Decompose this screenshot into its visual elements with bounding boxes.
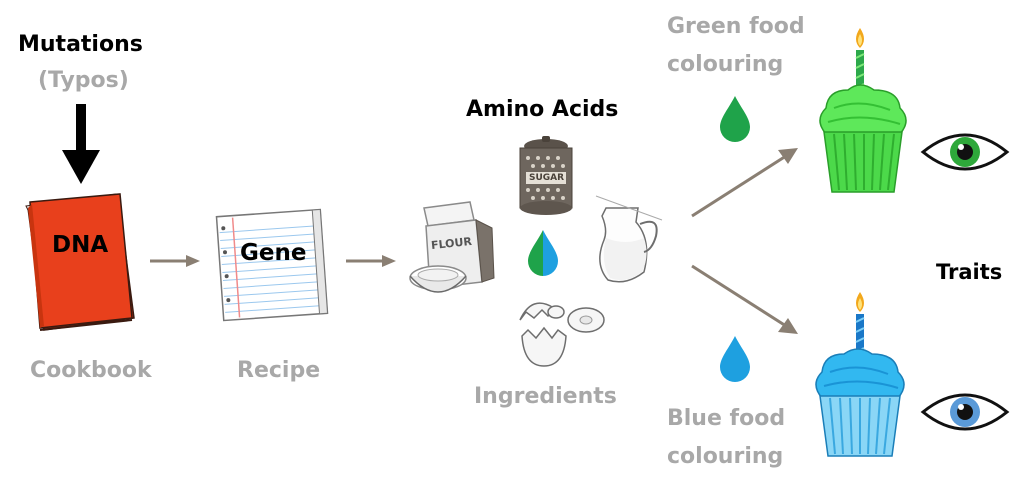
arrow-to-blue-cupcake — [691, 264, 798, 334]
green-colouring-label-line1: Green food — [667, 14, 805, 39]
cookbook-label: Cookbook — [30, 358, 152, 383]
flour-bag-icon — [409, 201, 495, 293]
green-drop-icon — [720, 96, 750, 142]
blue-cupcake-icon — [815, 292, 905, 457]
recipe-notepad-icon — [215, 208, 329, 322]
cookbook-icon — [25, 193, 135, 331]
arrow-recipe-to-ingredients — [346, 255, 396, 267]
mutations-label: Mutations — [18, 32, 143, 57]
sugar-canister-label: SUGAR — [529, 173, 565, 183]
green-cupcake-icon — [819, 28, 907, 193]
ingredients-label: Ingredients — [474, 384, 617, 409]
amino-acids-label: Amino Acids — [466, 97, 619, 122]
eggs-icon — [519, 302, 605, 367]
gene-label: Gene — [240, 240, 307, 266]
blue-eye-icon — [920, 393, 1010, 431]
blue-drop-icon — [720, 336, 750, 382]
blue-colouring-label-line1: Blue food — [667, 406, 786, 431]
arrow-cookbook-to-recipe — [150, 255, 200, 267]
green-eye-icon — [920, 133, 1010, 171]
typos-label: (Typos) — [38, 68, 129, 93]
green-colouring-label-line2: colouring — [667, 52, 784, 77]
arrow-to-green-cupcake — [691, 148, 798, 218]
mixed-colour-drop-icon — [528, 230, 558, 276]
dna-label: DNA — [52, 232, 109, 258]
blue-colouring-label-line2: colouring — [667, 444, 784, 469]
milk-jug-icon — [595, 195, 663, 283]
mutation-arrow — [62, 104, 100, 184]
traits-label: Traits — [936, 260, 1003, 284]
sugar-canister-icon — [519, 136, 573, 215]
recipe-label: Recipe — [237, 358, 321, 383]
